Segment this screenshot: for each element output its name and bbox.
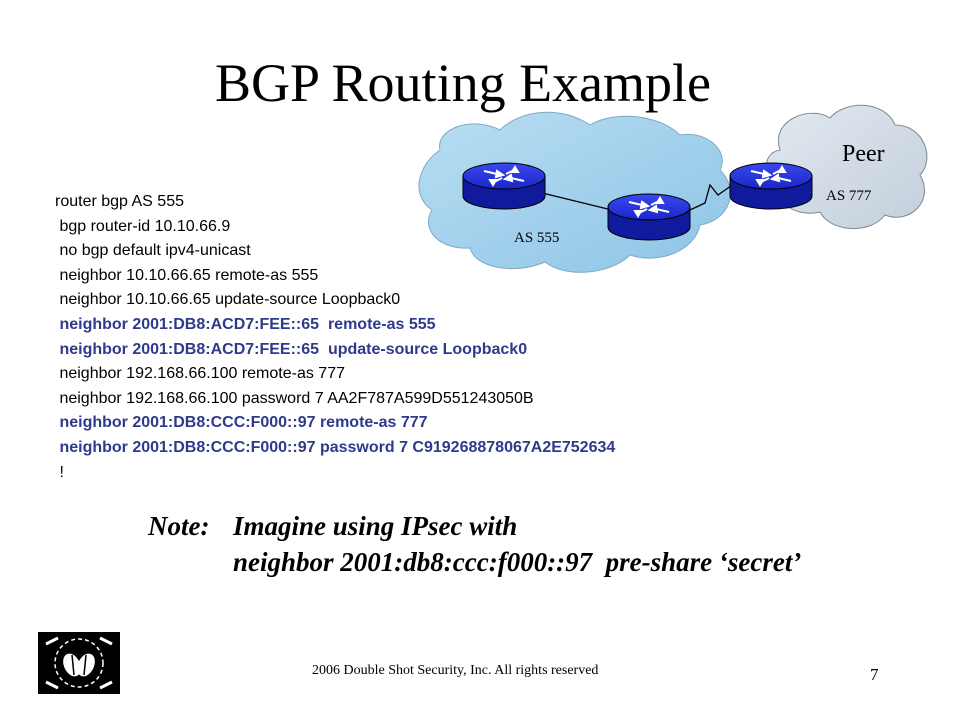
config-line: neighbor 10.10.66.65 remote-as 555: [55, 266, 319, 284]
double-shot-security-logo-icon: [38, 632, 120, 694]
config-line-ipv6: neighbor 2001:DB8:CCC:F000::97 password …: [55, 438, 616, 456]
config-line: neighbor 192.168.66.100 password 7 AA2F7…: [55, 389, 534, 407]
link-router2-peer-router: [689, 182, 736, 211]
config-line: no bgp default ipv4-unicast: [55, 242, 251, 260]
config-line: bgp router-id 10.10.66.9: [55, 217, 231, 235]
peer-label: Peer: [842, 141, 885, 167]
config-line-ipv6: neighbor 2001:DB8:ACD7:FEE::65 remote-as…: [55, 315, 436, 333]
config-line: !: [55, 463, 64, 481]
router-icon-peer: [729, 162, 813, 210]
router-icon-as555-border: [607, 193, 691, 241]
config-line: neighbor 10.10.66.65 update-source Loopb…: [55, 291, 401, 309]
slide-title: BGP Routing Example: [215, 53, 711, 113]
bgp-config-block: router bgp AS 555 bgp router-id 10.10.66…: [55, 190, 615, 485]
config-line: router bgp AS 555: [55, 193, 184, 210]
note-line-1: Imagine using IPsec with: [233, 511, 518, 541]
config-line-ipv6: neighbor 2001:DB8:ACD7:FEE::65 update-so…: [55, 340, 528, 358]
config-line: neighbor 192.168.66.100 remote-as 777: [55, 365, 345, 383]
config-line-ipv6: neighbor 2001:DB8:CCC:F000::97 remote-as…: [55, 414, 428, 432]
note-line-2: neighbor 2001:db8:ccc:f000::97 pre-share…: [233, 547, 802, 577]
copyright-footer: 2006 Double Shot Security, Inc. All righ…: [312, 663, 599, 678]
local-as-label: AS 555: [514, 230, 559, 246]
ipsec-note: Note: Imagine using IPsec with neighbor …: [148, 508, 801, 580]
note-label: Note:: [148, 511, 210, 541]
peer-as-label: AS 777: [826, 188, 872, 204]
router-icon-as555-edge: [462, 162, 546, 210]
page-number: 7: [870, 665, 879, 684]
